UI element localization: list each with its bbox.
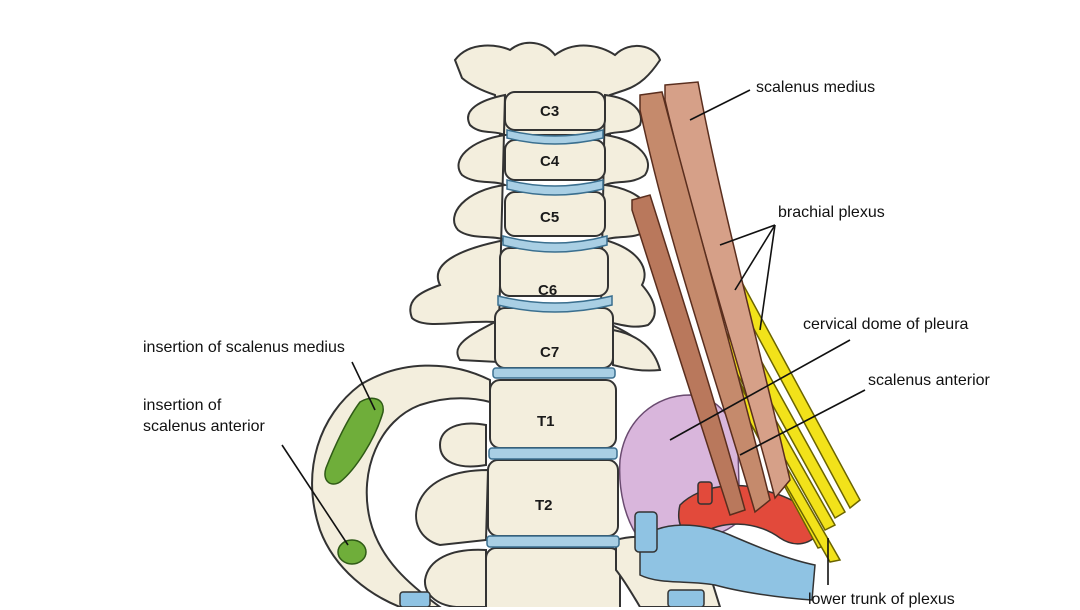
vertebra-body-t2 bbox=[487, 459, 619, 537]
leader-cervical-dome bbox=[669, 339, 851, 441]
subclavian-vein bbox=[639, 524, 816, 601]
label-lower-trunk: lower trunk of plexus bbox=[808, 591, 955, 608]
disc-t1-t2 bbox=[488, 447, 618, 460]
disc-c6-c7 bbox=[497, 295, 613, 313]
label-scalenus-anterior: scalenus anterior bbox=[868, 372, 990, 389]
rib-head-left bbox=[438, 422, 487, 468]
leader-scalenus-anterior bbox=[739, 389, 866, 456]
label-insertion-anterior-1: insertion of bbox=[143, 397, 222, 414]
leader-plexus-1 bbox=[719, 224, 776, 246]
second-rib-left bbox=[415, 468, 490, 547]
vertebra-label-c3: C3 bbox=[540, 103, 559, 120]
insertion-medius-area bbox=[324, 397, 384, 485]
label-insertion-medius: insertion of scalenus medius bbox=[143, 339, 345, 356]
label-brachial-plexus: brachial plexus bbox=[778, 204, 885, 221]
vertebra-labels: C3 C4 C5 C6 C7 T1 T2 bbox=[535, 103, 560, 514]
vessel-lower-right bbox=[667, 589, 705, 607]
rib-head-right bbox=[612, 328, 662, 372]
vertebra-label-c5: C5 bbox=[540, 209, 559, 226]
disc-c7-t1 bbox=[492, 367, 616, 379]
disc-c4-c5 bbox=[506, 179, 604, 196]
vessel-branch bbox=[634, 511, 658, 553]
leader-plexus-2 bbox=[734, 224, 776, 291]
left-processes bbox=[409, 93, 509, 364]
scalenus-anterior-muscle bbox=[639, 91, 771, 514]
disc-t2-t3 bbox=[486, 535, 620, 548]
intervertebral-discs bbox=[486, 129, 620, 548]
rib-lower-left bbox=[423, 548, 487, 607]
leader-plexus-3 bbox=[759, 224, 776, 331]
disc-c3-c4 bbox=[506, 129, 604, 145]
scalene-muscles bbox=[631, 81, 791, 516]
scalenus-anterior-muscle-2 bbox=[631, 194, 746, 516]
vertebra-label-t1: T1 bbox=[537, 413, 555, 430]
vertebra-label-t2: T2 bbox=[535, 497, 553, 514]
label-insertion-anterior-2: scalenus anterior bbox=[143, 418, 265, 435]
vertebra-label-c4: C4 bbox=[540, 153, 560, 170]
vertebra-label-c7: C7 bbox=[540, 344, 559, 361]
label-cervical-dome: cervical dome of pleura bbox=[803, 316, 969, 333]
vertebral-artery-stub bbox=[697, 481, 713, 505]
leader-insertion-anterior bbox=[281, 444, 349, 546]
leader-lines bbox=[281, 89, 866, 585]
vessel-lower-left bbox=[399, 591, 431, 607]
leader-insertion-medius bbox=[351, 361, 376, 411]
leader-scalenus-medius bbox=[689, 89, 751, 121]
disc-c5-c6 bbox=[502, 235, 608, 253]
insertion-anterior-area bbox=[337, 539, 367, 565]
vessels bbox=[399, 481, 821, 607]
vertebra-body-t3 bbox=[485, 547, 621, 607]
label-scalenus-medius: scalenus medius bbox=[756, 79, 876, 96]
vertebra-label-c6: C6 bbox=[538, 282, 557, 299]
insertion-areas bbox=[324, 397, 384, 565]
vertebral-column bbox=[311, 41, 722, 607]
vertebra-body-c3 bbox=[504, 91, 606, 131]
